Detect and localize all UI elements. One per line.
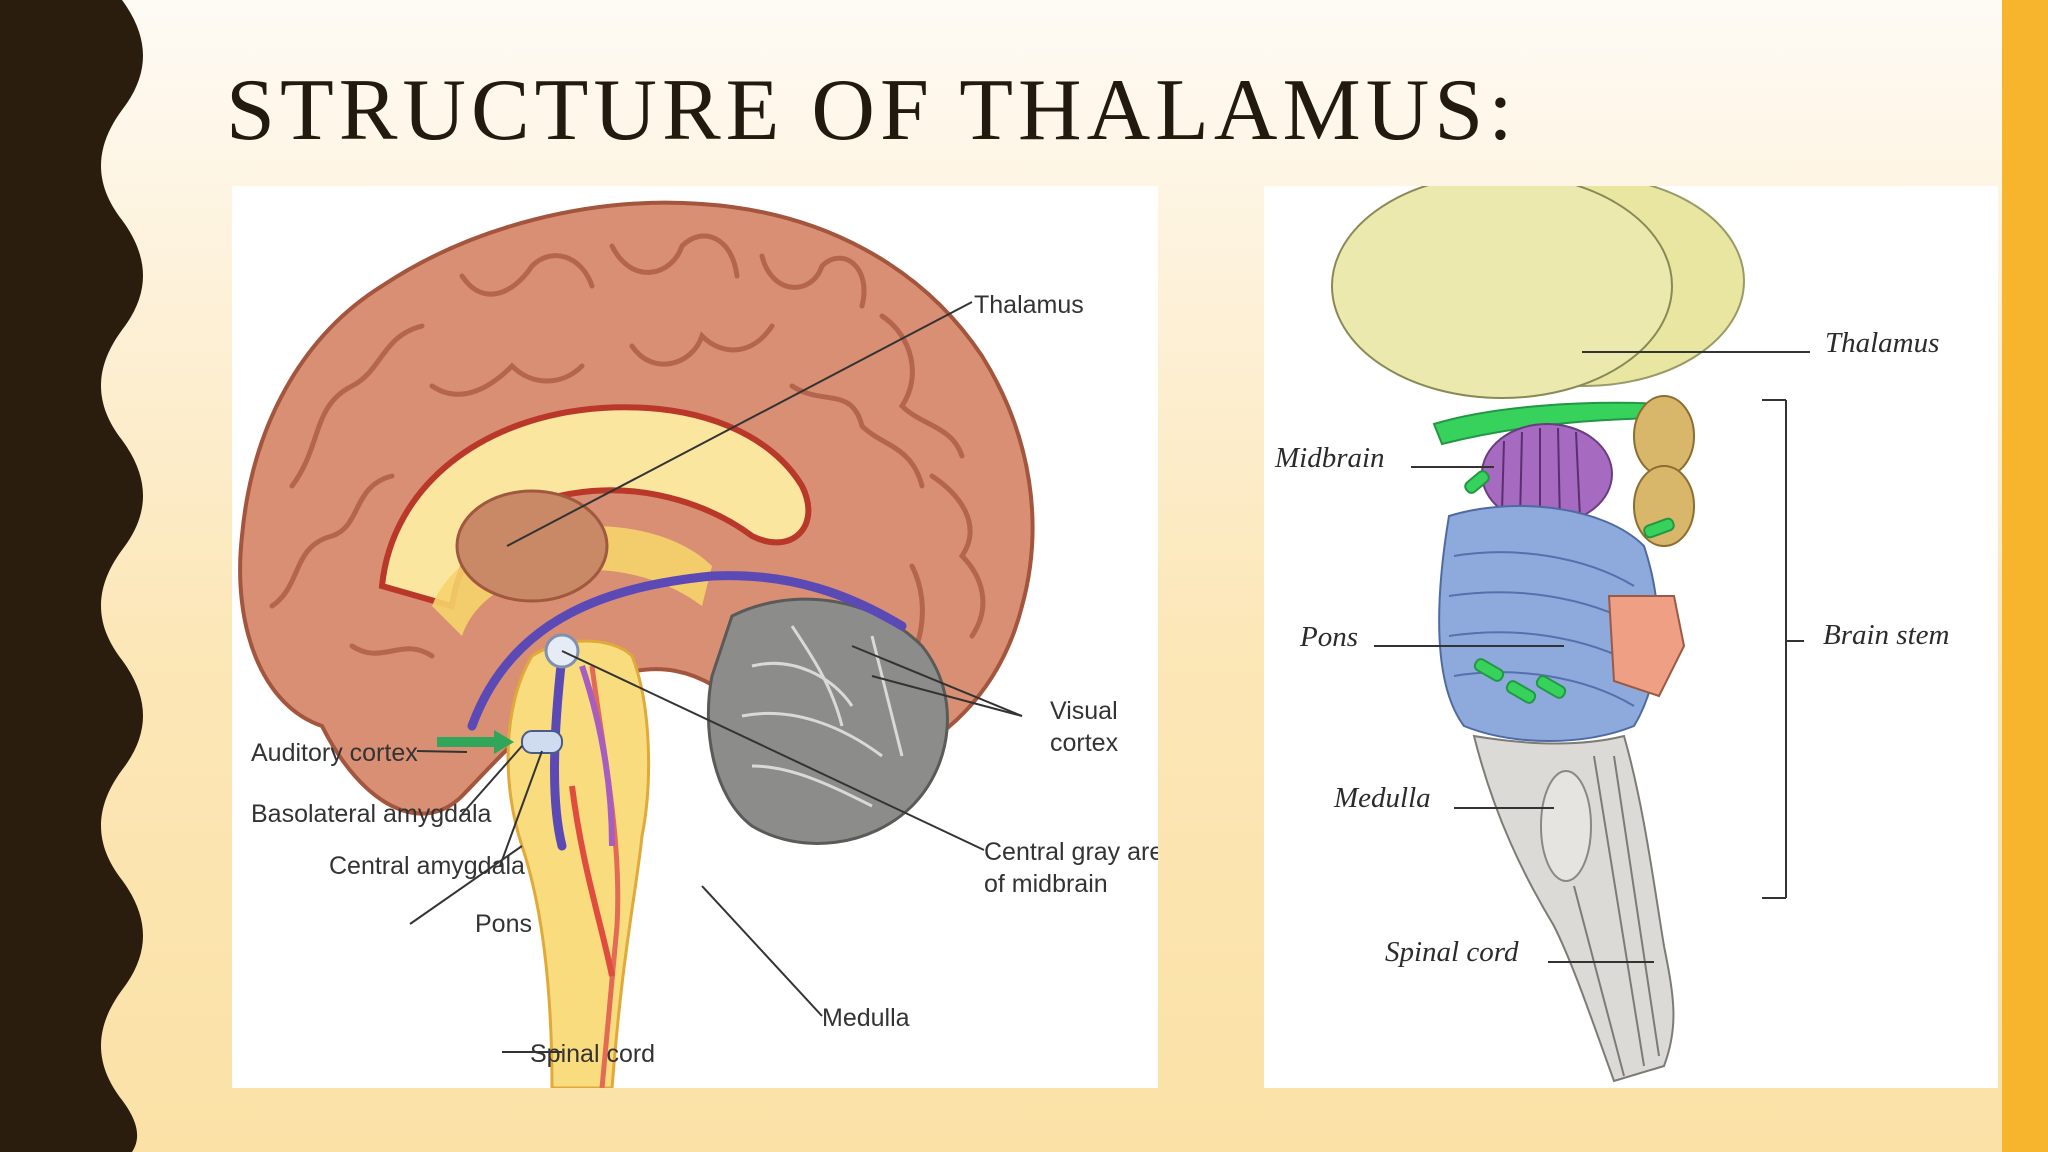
label-thalamus: Thalamus bbox=[974, 291, 1084, 319]
label-central-gray-line2: of midbrain bbox=[984, 870, 1108, 898]
label-spinal-cord: Spinal cord bbox=[1385, 936, 1519, 968]
pons-shape bbox=[1438, 505, 1659, 742]
label-central-amygdala: Central amygdala bbox=[329, 852, 525, 880]
label-thalamus: Thalamus bbox=[1825, 327, 1939, 359]
label-medulla: Medulla bbox=[822, 1004, 910, 1032]
cerebellum-shape bbox=[706, 597, 949, 845]
label-spinal-cord: Spinal cord bbox=[530, 1040, 655, 1068]
label-visual-cortex-line1: Visual bbox=[1050, 697, 1118, 725]
accent-right-bar bbox=[2002, 0, 2048, 1152]
wavy-left-border bbox=[0, 0, 143, 1152]
label-midbrain: Midbrain bbox=[1274, 442, 1385, 474]
label-pons: Pons bbox=[475, 910, 532, 938]
label-basolateral-amygdala: Basolateral amygdala bbox=[251, 800, 492, 828]
label-visual-cortex-line2: cortex bbox=[1050, 729, 1119, 757]
label-pons: Pons bbox=[1299, 621, 1358, 653]
brainstem-diagram: Thalamus Midbrain Pons Brain stem Medull… bbox=[1264, 186, 1998, 1088]
slide-title: STRUCTURE OF THALAMUS: bbox=[226, 62, 1518, 159]
label-auditory-cortex: Auditory cortex bbox=[251, 739, 418, 767]
thalamus-lobe bbox=[1331, 186, 1673, 399]
brainstem-shape bbox=[506, 639, 651, 1088]
label-brain-stem: Brain stem bbox=[1823, 619, 1949, 651]
amygdala-node bbox=[521, 730, 563, 754]
thalamus-mass bbox=[455, 489, 609, 603]
label-central-gray-line1: Central gray area bbox=[984, 838, 1158, 866]
label-medulla: Medulla bbox=[1333, 782, 1431, 814]
brain-sagittal-diagram: Thalamus Visual cortex Auditory cortex B… bbox=[232, 186, 1158, 1088]
